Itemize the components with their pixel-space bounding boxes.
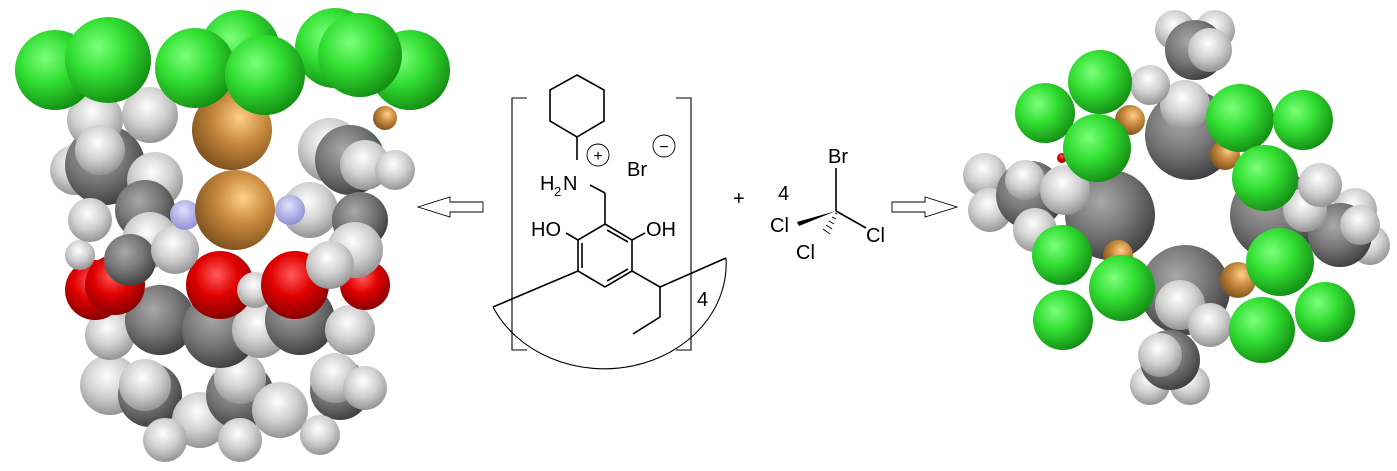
right-space-filling-model [963,10,1390,405]
chlorine-atoms [15,8,450,115]
repeat-count: 4 [697,289,708,311]
benzene-ring [577,223,633,288]
cyclohexyl-atoms [50,87,415,289]
ammonium-h: H [540,173,554,195]
plus-charge: + [593,148,602,165]
minus-charge-circle [652,134,676,158]
middle-ring-atoms [85,285,375,368]
bromotrichloromethane: 4 Br Cl Cl Cl [770,146,885,264]
plus-sign: + [733,188,745,210]
bottom-alkyl-atoms [80,352,387,462]
right-bracket [676,97,692,351]
atom-cl-bottom: Cl [796,242,815,264]
atom-cl-left: Cl [770,215,789,237]
bromide-ion: Br [627,159,647,181]
stoichiometry: 4 [778,183,789,205]
ammonium-subscript: 2 [554,184,561,199]
right-hollow-arrow [891,196,959,218]
left-bracket [511,97,527,351]
atom-cl-right: Cl [866,225,885,247]
alkyl-groups [963,10,1390,405]
hydroxyl-right: OH [646,219,676,241]
chlorine-atoms [1015,50,1355,363]
ammonium-n: N [563,173,577,195]
hydroxyl-left: HO [531,219,561,241]
plus-charge-circle [586,143,610,167]
left-space-filling-model [15,8,450,462]
cyclohexane-ring [549,74,605,138]
minus-charge: − [659,139,668,156]
resorcinarene-structure: H 2 N + Br − HO OH 4 [492,74,727,370]
macrocycle-arc [492,257,727,370]
left-hollow-arrow [416,196,484,218]
atom-br: Br [828,146,848,168]
bromine-atoms [1057,105,1256,298]
